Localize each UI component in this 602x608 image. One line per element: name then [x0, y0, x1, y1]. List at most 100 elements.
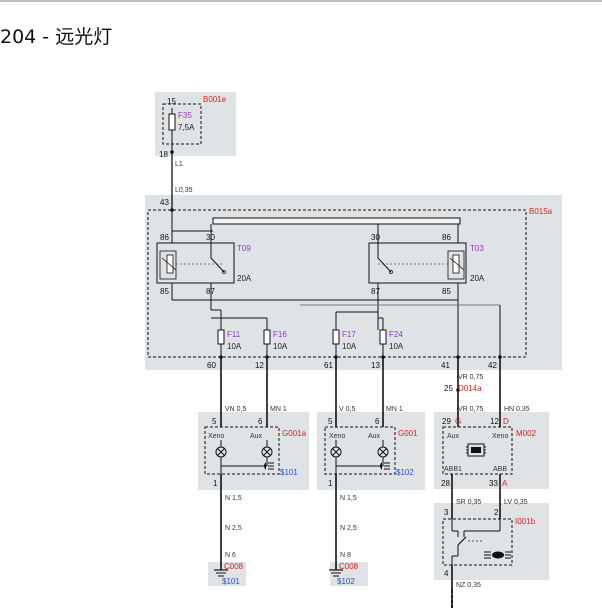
- wire-label-mn1-a: MN 1: [270, 406, 287, 413]
- m002-pin-12-code: D: [503, 417, 509, 426]
- label-f17: F17: [342, 330, 356, 339]
- pin-61: 61: [324, 361, 333, 370]
- pin-43: 43: [160, 198, 169, 207]
- wire-label-vn05: VN 0,5: [225, 406, 247, 413]
- label-b015a: B015a: [529, 207, 553, 216]
- m002-pin-33: 33: [489, 479, 498, 488]
- top-divider: [0, 0, 602, 2]
- external-wiring: [220, 357, 501, 608]
- g001a-pin-5: 5: [212, 417, 217, 426]
- relay-t03-pin-87: 87: [371, 287, 380, 296]
- i001b-pin-2: 2: [494, 508, 499, 517]
- wire-label-l1: L1: [175, 161, 183, 168]
- fuse-f11: F11 10A: [217, 329, 242, 351]
- pin-15: 15: [167, 97, 176, 106]
- label-f35: F35: [178, 111, 192, 120]
- label-f11: F11: [227, 330, 241, 339]
- label-f35-rating: 7,5A: [178, 123, 195, 132]
- label-t03: T03: [470, 244, 484, 253]
- m002-pin-29: 29: [442, 417, 451, 426]
- i001b-pin-4: 4: [444, 569, 449, 578]
- label-g001a: G001a: [282, 429, 307, 438]
- wire-label-n25-a: N 2,5: [225, 525, 242, 532]
- label-i001b: I001b: [515, 517, 536, 526]
- label-t09-rating: 20A: [237, 274, 252, 283]
- label-t09: T09: [237, 244, 251, 253]
- high-beam-icon: [484, 551, 511, 559]
- label-t03-rating: 20A: [470, 274, 485, 283]
- m002-label-aux: Aux: [447, 433, 460, 440]
- g001a-pin-1: 1: [213, 479, 218, 488]
- pin-12-box: 12: [255, 361, 264, 370]
- ref-s101: $101: [280, 468, 298, 477]
- pin-25: 25: [444, 384, 453, 393]
- relay-t09-pin-85: 85: [160, 287, 169, 296]
- module-m002: 29 G 12 D M002 Aux Xeno ABB1 ABB 28 33 A: [441, 417, 537, 488]
- i001b-pin-3: 3: [444, 508, 449, 517]
- ground-1-ref: $101: [222, 577, 240, 586]
- fuse-f17: F17 10A: [332, 329, 357, 351]
- panel-i001b: [434, 503, 549, 580]
- switch-i001b: 3 2 I001b 4: [442, 508, 536, 578]
- ground-2-ref: $102: [337, 577, 355, 586]
- ground-1: C008 $101: [214, 562, 244, 586]
- label-d014a: D014a: [458, 384, 482, 393]
- wire-label-hn035: HN 0,35: [504, 406, 530, 413]
- m002-label-abb: ABB: [493, 466, 507, 473]
- headlamp-g001a: 5 6 G001a Xeno Aux $101 1: [204, 417, 307, 488]
- label-f16-rating: 10A: [273, 342, 288, 351]
- fuse-f24: F24 10A: [379, 329, 404, 351]
- g001a-pin-6: 6: [258, 417, 263, 426]
- wire-label-vr075-a: VR 0,75: [458, 374, 483, 381]
- wire-label-v05: V 0,5: [339, 406, 355, 413]
- chip-icon: [466, 443, 486, 457]
- g001a-label-xeno: Xeno: [208, 433, 224, 440]
- m002-pin-33-code: A: [502, 479, 508, 488]
- label-f24: F24: [389, 330, 403, 339]
- panel-g001: [317, 412, 425, 490]
- pin-41: 41: [441, 361, 450, 370]
- wire-label-l035: L0,35: [175, 187, 193, 194]
- label-f16: F16: [273, 330, 287, 339]
- m002-label-xeno: Xeno: [492, 433, 508, 440]
- m002-label-abb1: ABB1: [444, 466, 462, 473]
- m002-pin-28: 28: [441, 479, 450, 488]
- label-g001: G001: [398, 429, 418, 438]
- relay-t03: 30 86 87 85 T03 20A: [368, 233, 485, 296]
- pin-18: 18: [159, 150, 168, 159]
- g001-pin-1: 1: [328, 479, 333, 488]
- relay-t03-pin-30: 30: [371, 233, 380, 242]
- g001-pin-6: 6: [375, 417, 380, 426]
- m002-pin-12: 12: [490, 417, 499, 426]
- wire-label-lv035: LV 0,35: [504, 499, 528, 506]
- wire-label-n15-b: N 1,5: [340, 495, 357, 502]
- wire-label-nz035: NZ 0,35: [456, 582, 481, 589]
- label-f11-rating: 10A: [227, 342, 242, 351]
- label-f24-rating: 10A: [389, 342, 404, 351]
- g001a-label-aux: Aux: [250, 433, 263, 440]
- relay-t09-pin-86: 86: [160, 233, 169, 242]
- page-title: 204 - 远光灯: [0, 26, 113, 48]
- relay-t03-pin-86: 86: [442, 233, 451, 242]
- g001-label-xeno: Xeno: [329, 433, 345, 440]
- pin-60: 60: [207, 361, 216, 370]
- label-m002: M002: [516, 429, 537, 438]
- headlamp-icon: [380, 462, 390, 470]
- g001-pin-5: 5: [328, 417, 333, 426]
- fuse-f16: F16 10A: [263, 329, 288, 351]
- label-c008-2: C008: [339, 562, 359, 571]
- wire-label-mn1-b: MN 1: [386, 406, 403, 413]
- wire-label-n15-a: N 1,5: [225, 495, 242, 502]
- fuse-f35-symbol: [168, 113, 176, 131]
- connector-d014a: 25 D014a: [444, 384, 482, 393]
- ref-s102: $102: [396, 468, 414, 477]
- internal-wiring: [171, 210, 501, 357]
- panel-ground-1: [208, 562, 246, 586]
- panel-m002: [434, 412, 549, 489]
- wire-label-n8: N 8: [340, 552, 351, 559]
- label-c008-1: C008: [224, 562, 244, 571]
- wire-label-n6: N 6: [225, 552, 236, 559]
- fuse-box-b001e: B001e 15 F35 7,5A 18: [159, 95, 227, 159]
- wire-label-vr075-b: VR 0,75: [458, 406, 483, 413]
